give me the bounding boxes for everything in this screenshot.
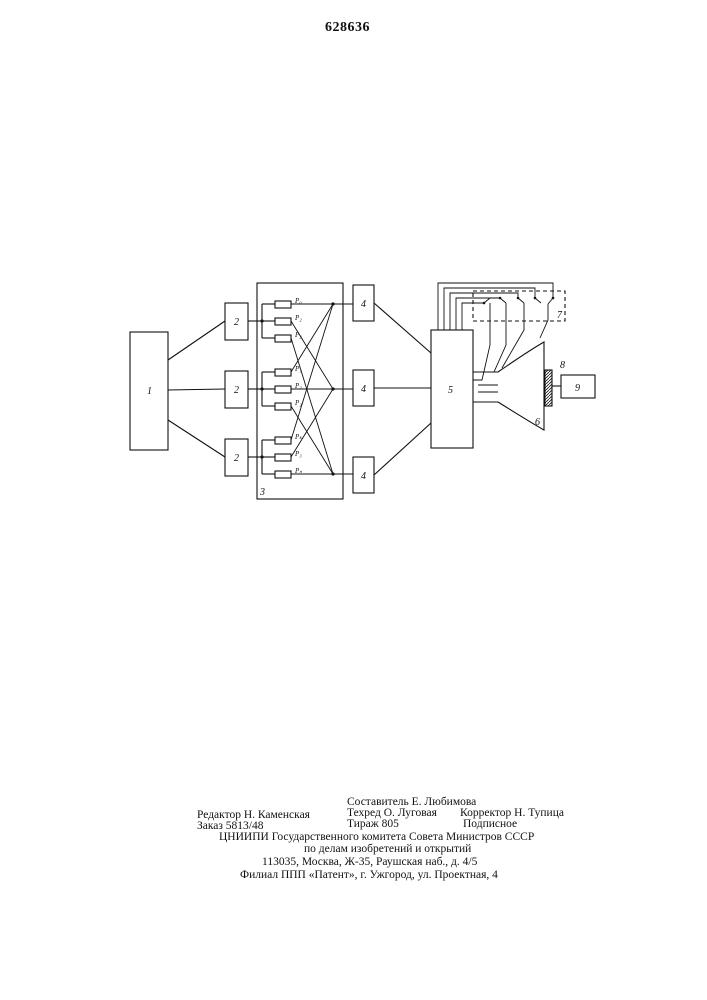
label-adder-mid: 4: [361, 384, 366, 395]
label-shaper-top: 2: [234, 317, 239, 328]
label-adder-top: 4: [361, 299, 366, 310]
resistor-label: P₂: [294, 399, 302, 407]
crt-tube: [473, 342, 544, 430]
resistor-group-top: [262, 301, 291, 342]
resistor-label: Pₖ: [294, 433, 303, 441]
screen-plate: [545, 370, 552, 406]
label-shaper-mid: 2: [234, 385, 239, 396]
switch-unit: [473, 291, 565, 321]
resistor-group-mid: [262, 369, 291, 410]
label-generator: 1: [147, 386, 152, 397]
label-amplifier: 5: [448, 385, 453, 396]
label-crt: 6: [535, 417, 540, 428]
label-switch: 7: [557, 310, 563, 321]
imprint-institute-line2: по делам изобретений и открытий: [304, 842, 471, 856]
resistor-label: P₀: [294, 297, 302, 305]
resistor-label: P₂: [294, 382, 302, 390]
imprint-circulation: Тираж 805: [347, 817, 399, 831]
label-output: 9: [575, 383, 580, 394]
label-screen: 8: [560, 360, 565, 371]
imprint-address: 113035, Москва, Ж-35, Раушская наб., д. …: [262, 855, 477, 869]
label-shaper-bot: 2: [234, 453, 239, 464]
resistor-label: P₂: [294, 314, 302, 322]
label-adder-bot: 4: [361, 471, 366, 482]
resistor-label: P₂: [294, 331, 302, 339]
imprint-subscription: Подписное: [463, 817, 517, 831]
resistor-label: Pₙ: [294, 467, 302, 475]
resistor-group-bot: [262, 437, 291, 478]
resistor-label: P₁: [294, 365, 302, 373]
imprint-branch: Филиал ППП «Патент», г. Ужгород, ул. Про…: [240, 868, 498, 882]
resistor-label: P₃: [294, 450, 302, 458]
label-matrix: 3: [259, 487, 265, 498]
